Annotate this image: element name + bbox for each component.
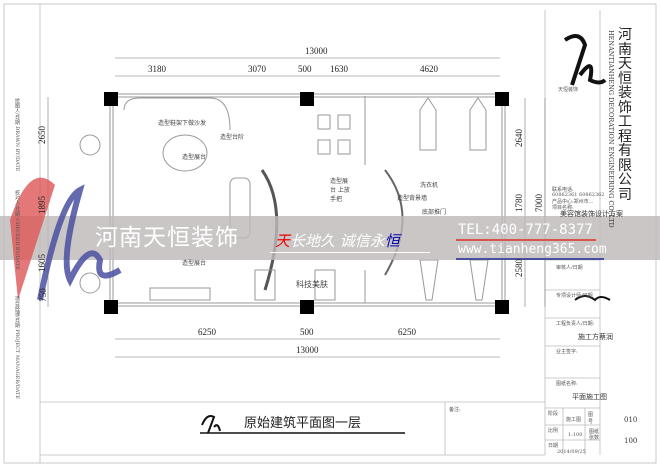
contact-value: 60862361 60862362 bbox=[552, 192, 605, 198]
room-label-display1: 造型展台 bbox=[182, 154, 207, 161]
dim-left-2: 1895 bbox=[37, 196, 47, 214]
remarks-label: 备注: bbox=[449, 407, 461, 413]
columns bbox=[104, 92, 509, 314]
dim-bottom-3: 6250 bbox=[398, 327, 416, 337]
room-label-sofa: 造型鞋架下做沙发 bbox=[158, 120, 207, 127]
stage-value: 施工图 bbox=[566, 417, 582, 423]
drawing-title: 原始建筑平面图一层 bbox=[244, 416, 362, 431]
company-name-cn: 河南天恒装饰工程有限公司 bbox=[618, 27, 632, 203]
date-label: 日期 bbox=[548, 443, 559, 449]
room-label-bg-wall: 造型背景墙 bbox=[397, 195, 428, 202]
dim-bottom-total: 13000 bbox=[296, 345, 319, 355]
company-logo bbox=[563, 34, 607, 86]
room-label-display3: 造型展台 上放手把 bbox=[330, 178, 350, 203]
dim-top-3: 500 bbox=[298, 64, 312, 74]
dim-left-4: 750 bbox=[37, 288, 48, 302]
dim-right-2: 1780 bbox=[514, 194, 524, 212]
room-label-washer: 洗衣机 bbox=[420, 182, 439, 189]
number-value: 010 bbox=[624, 416, 638, 424]
dim-bottom-1: 6250 bbox=[198, 327, 216, 337]
manager-name: 施工方蔡润 bbox=[578, 333, 613, 341]
reviewer-label: 审核人/日期 bbox=[556, 265, 583, 271]
stage-label: 阶段 bbox=[548, 411, 559, 417]
dim-right-total: 7000 bbox=[534, 194, 544, 212]
scale-label: 比例 bbox=[548, 428, 559, 434]
number-label: 图号 bbox=[588, 412, 594, 425]
sheets-label: 图纸张数 bbox=[589, 429, 600, 441]
dim-top-1: 3180 bbox=[148, 64, 166, 74]
dim-top-5: 4620 bbox=[420, 64, 438, 74]
slogan-underline bbox=[270, 252, 430, 253]
dim-bottom-2: 500 bbox=[300, 327, 314, 337]
room-label-door: 底部推门 bbox=[422, 209, 447, 216]
slogan-part-3: 恒 bbox=[384, 232, 400, 250]
left-strip-checked: 校对人/日期 CHECKED BY/DATE bbox=[14, 190, 20, 270]
left-strip-manager: 项目经理/日期 PROJECT MANAGER/DATE bbox=[14, 296, 20, 400]
dim-left-1: 2650 bbox=[37, 126, 47, 144]
dim-left-3: 1605 bbox=[37, 254, 47, 272]
logo-caption: 天恒装饰 bbox=[558, 87, 579, 93]
dim-top-total: 13000 bbox=[305, 46, 328, 56]
slogan-part-2: 长地久 诚信永 bbox=[290, 232, 385, 250]
project-label: 项目名称: bbox=[552, 205, 574, 211]
banner-slogan: 天长地久 诚信永恒 bbox=[275, 230, 400, 251]
company-name-en: HENANTIANHENG DECORATION ENGINEERING CO.… bbox=[607, 30, 615, 228]
room-label-display2: 造型展台 bbox=[182, 260, 207, 267]
banner-website: www.tianheng365.com bbox=[458, 242, 607, 257]
drawing-name-label: 图纸名称: bbox=[556, 381, 578, 387]
slogan-part-1: 天 bbox=[275, 232, 291, 250]
room-label-step: 造型台阶 bbox=[220, 134, 245, 141]
dim-right-1: 2640 bbox=[514, 129, 524, 147]
room-label-beauty: 科技美肤 bbox=[296, 280, 328, 289]
tel-underline bbox=[456, 239, 596, 241]
scale-value: 1:100 bbox=[568, 432, 583, 438]
banner-tel: TEL:400-777-8377 bbox=[458, 222, 593, 238]
dim-top-2: 3070 bbox=[248, 64, 266, 74]
owner-label: 业主签字: bbox=[556, 349, 578, 355]
signature bbox=[574, 295, 611, 302]
sheets-value: 100 bbox=[624, 437, 638, 445]
left-strip-drawn: 绘图人/日期 DRAWN BY/DATE bbox=[14, 98, 20, 172]
designer-label: 专项设计师/日期 bbox=[556, 293, 593, 299]
drawing-name: 平面施工图 bbox=[572, 393, 607, 401]
manager-label: 工程负责人/日期: bbox=[556, 321, 595, 327]
dim-right-3: 2580 bbox=[514, 259, 524, 277]
contact-label: 联系电话: bbox=[552, 187, 574, 193]
dim-top-4: 1630 bbox=[330, 64, 348, 74]
banner-company-name: 河南天恒装饰 bbox=[95, 225, 239, 251]
date-value: 2014/09/25 bbox=[557, 449, 586, 455]
title-logo bbox=[201, 415, 221, 434]
web-underline bbox=[456, 258, 604, 260]
address: 产品中心:郑州市... bbox=[552, 199, 594, 205]
project-name: 美容馆装饰设计方案 bbox=[560, 210, 623, 218]
